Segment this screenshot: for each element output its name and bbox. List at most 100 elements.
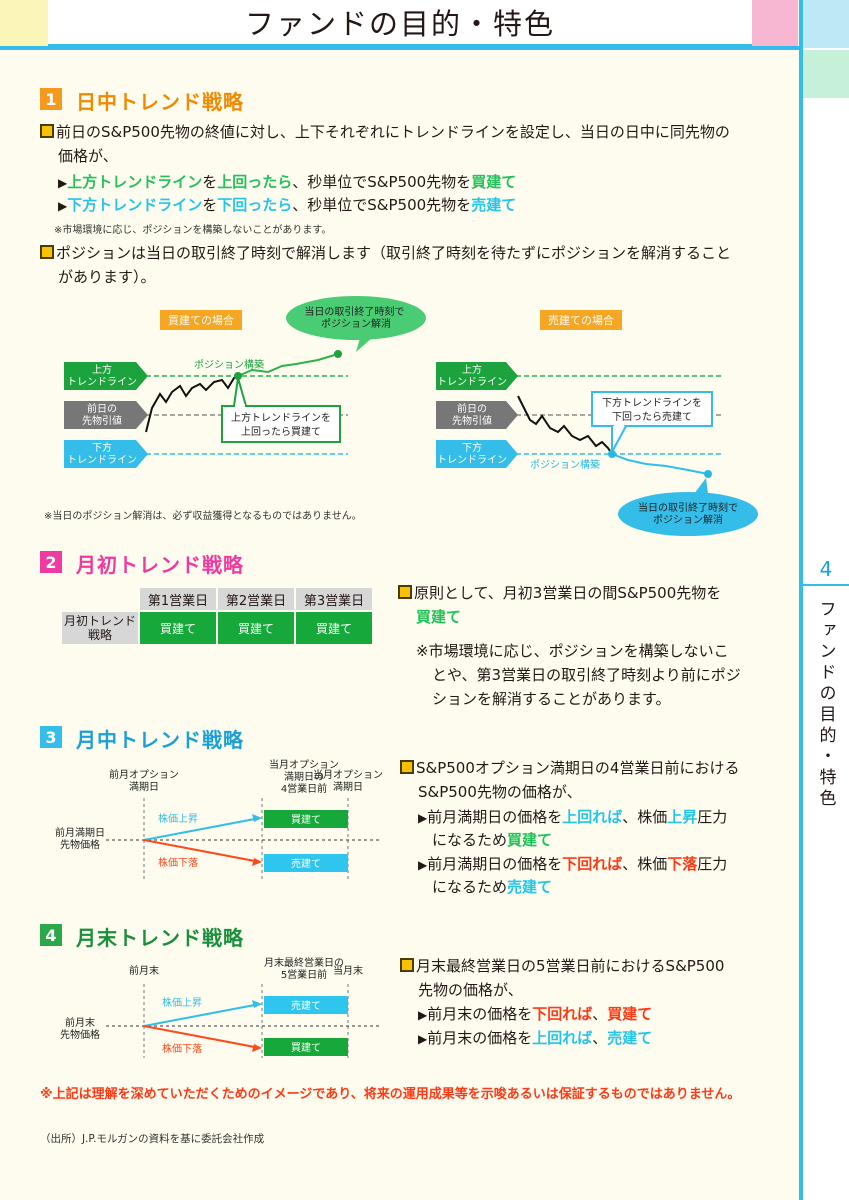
svg-text:前日の先物引値: 前日の先物引値: [452, 402, 492, 427]
svg-text:前日の先物引値: 前日の先物引値: [82, 402, 122, 427]
s1-line-buy: ▶上方トレンドラインを上回ったら、秒単位でS&P500先物を買建て: [58, 173, 517, 191]
lower-trendline-label: [64, 440, 148, 468]
s2-paragraph-buy: 買建て: [416, 608, 462, 626]
section-1-number: 1: [40, 88, 62, 110]
table-header: 第3営業日: [296, 588, 372, 610]
s3-paragraph-cont: S&P500先物の価格が、: [418, 783, 582, 801]
s3-paragraph: S&P500オプション満期日の4営業日前における: [400, 757, 739, 780]
buy-case-tag: [160, 310, 242, 330]
s1-buy-diagram: 買建ての場合 当日の取引終了時刻で ポジション解消 上方トレンドライン 前日の先…: [64, 296, 426, 468]
svg-text:株価上昇: 株価上昇: [162, 996, 202, 1009]
s1-paragraph-1: 前日のS&P500先物の終値に対し、上下それぞれにトレンドラインを設定し、当日の…: [40, 121, 790, 144]
section-3-number: 3: [40, 726, 62, 748]
s1-note-2: ※当日のポジション解消は、必ず収益獲得となるものではありません。: [44, 511, 362, 522]
disclaimer: ※上記は理解を深めていただくためのイメージであり、将来の運用成果等を示唆あるいは…: [40, 1087, 741, 1102]
s2-table: 第1営業日 第2営業日 第3営業日 月初トレンド戦略 買建て 買建て 買建て: [60, 586, 374, 646]
s1-line-sell: ▶下方トレンドラインを下回ったら、秒単位でS&P500先物を売建て: [58, 196, 517, 214]
section-4-title: 月末トレンド戦略: [76, 926, 244, 950]
table-row-label: 月初トレンド戦略: [62, 612, 138, 644]
table-cell: 買建て: [296, 612, 372, 644]
s3-line-down-cont: になるため売建て: [432, 878, 553, 896]
section-4-number: 4: [40, 924, 62, 946]
svg-text:下方トレンドライン: 下方トレンドライン: [67, 441, 137, 466]
close-position-bubble-text: 当日の取引終了時刻で ポジション解消: [304, 305, 407, 330]
s1-paragraph-2-cont: があります）。: [58, 268, 156, 286]
table-cell: 買建て: [218, 612, 294, 644]
table-cell: 買建て: [140, 612, 216, 644]
source-note: （出所）J.P.モルガンの資料を基に委託会社作成: [40, 1133, 265, 1145]
svg-text:当月末: 当月末: [333, 964, 363, 977]
close-position-bubble: [286, 296, 426, 340]
side-divider: [803, 584, 849, 586]
position-build-label: ポジション構築: [194, 358, 264, 371]
svg-text:月末最終営業日の5営業日前: 月末最終営業日の5営業日前: [264, 956, 344, 981]
svg-text:売建て: 売建て: [291, 999, 321, 1012]
sell-callout: [591, 391, 713, 427]
triangle-right-icon: ▶: [418, 1032, 428, 1046]
prev-close-label: [64, 401, 148, 429]
upper-trendline-label: [436, 362, 518, 390]
buy-callout: [221, 405, 341, 443]
bullet-square-icon: [400, 760, 414, 774]
svg-text:当日の取引終了時刻でポジション解消: 当日の取引終了時刻でポジション解消: [638, 501, 738, 526]
svg-text:前月末: 前月末: [129, 964, 159, 977]
svg-text:売建て: 売建て: [291, 857, 321, 870]
s4-line-up: ▶前月末の価格を上回れば、売建て: [418, 1029, 653, 1047]
svg-text:上方トレンドライン: 上方トレンドライン: [67, 363, 137, 388]
svg-text:株価上昇: 株価上昇: [158, 812, 198, 825]
svg-text:前月満期日先物価格: 前月満期日先物価格: [55, 826, 105, 851]
s4-paragraph-cont: 先物の価格が、: [418, 981, 523, 999]
side-block-green: [803, 50, 849, 98]
svg-text:当月オプション満期日: 当月オプション満期日: [313, 768, 383, 793]
s4-paragraph: 月末最終営業日の5営業日前におけるS&P500: [400, 955, 724, 978]
page-number: 4: [819, 557, 833, 581]
s1-paragraph-1-cont: 価格が、: [58, 147, 118, 165]
s2-note-2: とや、第3営業日の取引終了時刻より前にポジ: [432, 666, 741, 684]
position-build-label: ポジション構築: [530, 458, 600, 471]
triangle-right-icon: ▶: [418, 1008, 428, 1022]
header-right-block: [752, 0, 798, 48]
svg-text:上方トレンドラインを上回ったら買建て: 上方トレンドラインを上回ったら買建て: [231, 411, 331, 438]
svg-text:株価下落: 株価下落: [162, 1042, 202, 1055]
svg-text:前月末先物価格: 前月末先物価格: [60, 1016, 100, 1041]
s3-line-up: ▶前月満期日の価格を上回れば、株価上昇圧力: [418, 808, 728, 826]
table-header: 第1営業日: [140, 588, 216, 610]
svg-text:株価下落: 株価下落: [158, 856, 198, 869]
section-1-title: 日中トレンド戦略: [76, 90, 244, 114]
sell-case-tag: [540, 310, 622, 330]
header-left-block: [0, 0, 48, 48]
buy-case-tag-label: 買建ての場合: [168, 313, 234, 327]
triangle-right-icon: ▶: [58, 199, 68, 213]
svg-text:下方トレンドライン: 下方トレンドライン: [437, 441, 507, 466]
bullet-square-icon: [40, 245, 54, 259]
svg-text:買建て: 買建て: [291, 813, 321, 826]
table-header: 第2営業日: [218, 588, 294, 610]
s3-line-down: ▶前月満期日の価格を下回れば、株価下落圧力: [418, 855, 728, 873]
triangle-right-icon: ▶: [418, 858, 428, 872]
close-position-bubble: [618, 492, 758, 536]
bullet-square-icon: [398, 585, 412, 599]
header-rule: [0, 46, 800, 50]
s1-paragraph-2: ポジションは当日の取引終了時刻で解消します（取引終了時刻を待たずにポジションを解…: [40, 242, 790, 265]
s2-paragraph: 原則として、月初3営業日の間S&P500先物を: [398, 582, 721, 605]
bullet-square-icon: [40, 124, 54, 138]
side-column: [799, 0, 849, 1200]
page-title: ファンドの目的・特色: [48, 0, 752, 48]
triangle-right-icon: ▶: [418, 811, 428, 825]
s4-line-down: ▶前月末の価格を下回れば、買建て: [418, 1005, 653, 1023]
prev-close-label: [436, 401, 518, 429]
section-2-number: 2: [40, 551, 62, 573]
side-vertical-title: ファンドの目的・特色: [815, 600, 836, 810]
svg-text:上方トレンドライン: 上方トレンドライン: [437, 363, 507, 388]
section-2-title: 月初トレンド戦略: [76, 553, 244, 577]
s2-note-1: ※市場環境に応じ、ポジションを構築しないこ: [416, 642, 729, 660]
s1-sell-diagram: 売建ての場合 上方トレンドライン 前日の先物引値 下方トレンドライン ポジション…: [436, 310, 758, 536]
section-3-title: 月中トレンド戦略: [76, 728, 244, 752]
bullet-square-icon: [400, 958, 414, 972]
upper-trendline-label: [64, 362, 148, 390]
svg-text:下方トレンドラインを下回ったら売建て: 下方トレンドラインを下回ったら売建て: [602, 396, 702, 423]
side-block-blue: [803, 0, 849, 48]
